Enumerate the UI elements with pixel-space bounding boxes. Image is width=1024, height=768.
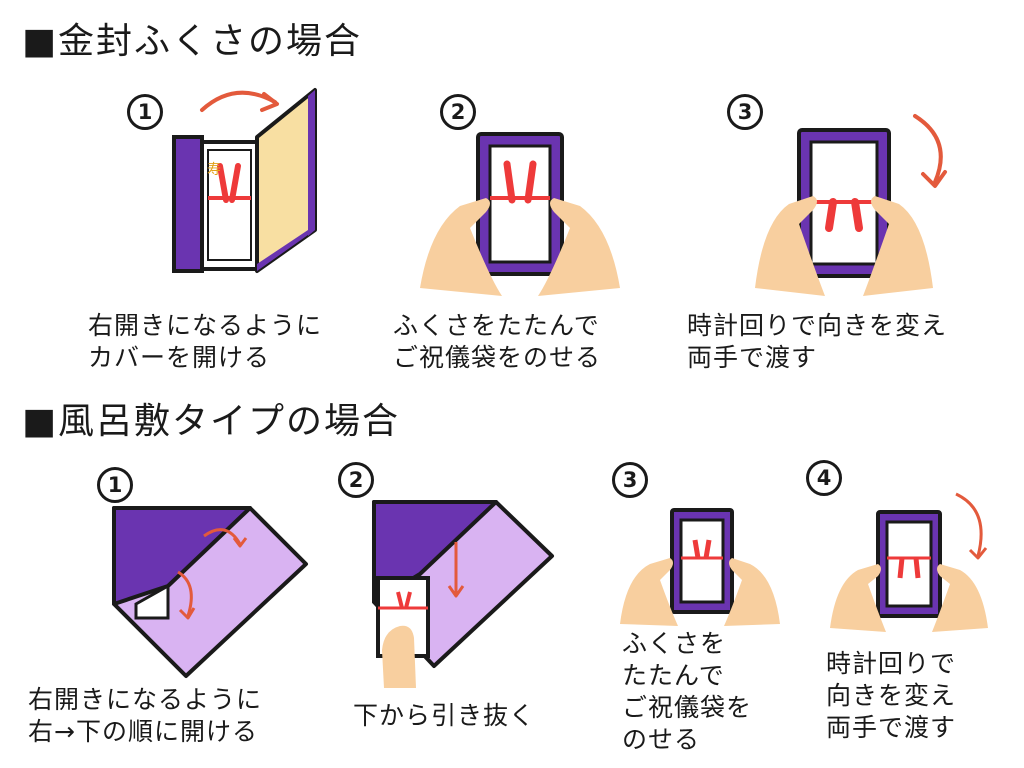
hand-icon: [620, 558, 678, 626]
caption-line: 向きを変え: [826, 681, 957, 710]
envelope-label-text: 寿: [207, 161, 221, 178]
caption-line: ふくさを: [622, 629, 727, 658]
hand-icon: [755, 196, 825, 296]
hand-icon: [382, 625, 416, 688]
furoshiki-step2-illustration: [372, 500, 554, 688]
furoshiki-step1-illustration: [112, 506, 308, 678]
hand-icon: [420, 198, 502, 296]
hand-icon: [932, 564, 988, 632]
arrow-curved-icon: [177, 570, 193, 617]
caption-furoshiki-step4: 時計回りで 向きを変え 両手で渡す: [826, 648, 956, 744]
caption-line: ふくさをたたんで: [393, 311, 600, 340]
kinpu-step2-illustration: [420, 132, 620, 296]
step-number-2: 2: [338, 462, 374, 498]
bullet-square: ■: [22, 401, 59, 442]
caption-line: 両手で渡す: [687, 343, 818, 372]
step-number-3: 3: [727, 94, 763, 130]
step-number-4: 4: [806, 460, 842, 496]
caption-line: ご祝儀袋を: [622, 693, 753, 722]
kinpu-step3-illustration: [755, 114, 947, 296]
envelope-label: 寿: [207, 161, 221, 178]
arrow-curved-icon: [955, 492, 983, 557]
caption-line: ご祝儀袋をのせる: [393, 343, 602, 372]
furoshiki-step3-illustration: [620, 508, 780, 626]
caption-kinpu-step2: ふくさをたたんで ご祝儀袋をのせる: [393, 310, 601, 374]
caption-kinpu-step3: 時計回りで向きを変え 両手で渡す: [687, 310, 947, 374]
caption-line: 右開きになるように: [88, 311, 323, 340]
step-number-3: 3: [612, 462, 648, 498]
caption-line: たたんで: [622, 661, 725, 690]
caption-line: カバーを開ける: [88, 343, 271, 372]
caption-line: 右→下の順に開ける: [28, 717, 258, 746]
kinpu-step1-illustration: [172, 88, 317, 273]
hand-icon: [830, 564, 886, 632]
step-number-2: 2: [440, 94, 476, 130]
section-title-text: 風呂敷タイプの場合: [58, 401, 401, 442]
section-title-text: 金封ふくさの場合: [58, 21, 363, 62]
section-title-furoshiki: ■風呂敷タイプの場合: [22, 404, 400, 440]
caption-line: 両手で渡す: [826, 713, 957, 742]
bullet-square: ■: [22, 21, 59, 62]
caption-furoshiki-step2: 下から引き抜く: [353, 700, 535, 732]
step-number-1: 1: [97, 467, 133, 503]
caption-kinpu-step1: 右開きになるように カバーを開ける: [88, 310, 322, 374]
step-number-1: 1: [127, 94, 163, 130]
caption-furoshiki-step3: ふくさを たたんで ご祝儀袋を のせる: [622, 628, 752, 756]
caption-line: 下から引き抜く: [353, 701, 536, 730]
section-title-kinpu: ■金封ふくさの場合: [22, 24, 362, 60]
hand-icon: [724, 558, 780, 626]
caption-line: 時計回りで向きを変え: [687, 311, 948, 340]
caption-line: のせる: [622, 725, 701, 754]
caption-line: 右開きになるように: [28, 685, 263, 714]
arrow-curved-icon: [913, 114, 943, 184]
furoshiki-step4-illustration: [830, 492, 988, 632]
hand-icon: [538, 198, 620, 296]
caption-furoshiki-step1: 右開きになるように 右→下の順に開ける: [28, 684, 262, 748]
caption-line: 時計回りで: [826, 649, 957, 678]
hand-icon: [863, 196, 933, 296]
